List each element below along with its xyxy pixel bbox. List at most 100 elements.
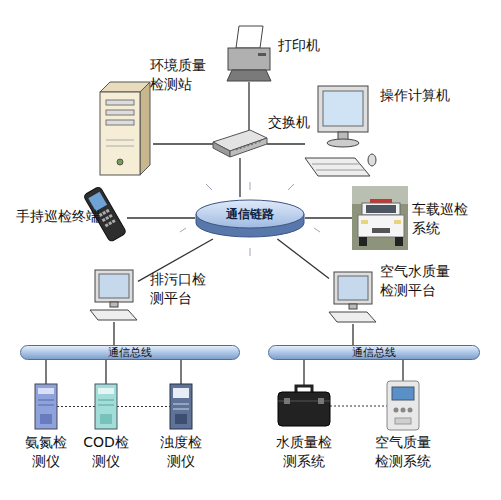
connector-stroke <box>305 217 352 218</box>
computer-icon-part <box>327 139 359 147</box>
printer-icon-part <box>228 48 270 70</box>
vehicle-photo-part <box>394 220 401 224</box>
connector-line <box>181 360 182 384</box>
connector-stroke <box>180 360 181 384</box>
link-rays-part <box>180 228 186 232</box>
platform-node: 排污口检测平台 <box>90 268 138 322</box>
connector-stroke <box>277 239 329 279</box>
air-quality-meter-icon-part <box>392 387 414 400</box>
connector-stroke <box>153 143 213 144</box>
cod-meter-icon-part <box>98 405 114 406</box>
connector-line <box>353 324 354 345</box>
device-label: 浊度检测仪 <box>157 433 205 471</box>
air-quality-meter-icon-part <box>394 408 399 413</box>
device-label: 打印机 <box>278 36 338 55</box>
bus-band: 通信总线 <box>268 345 480 360</box>
handheld-icon-part <box>102 211 106 215</box>
turbidity-meter-icon <box>170 384 192 429</box>
computer-icon-part <box>316 170 365 171</box>
vehicle-photo-part <box>372 228 390 233</box>
switch-icon-part <box>213 142 230 157</box>
connector-stroke <box>113 322 114 345</box>
instrument-node: 水质量检测系统 <box>278 386 330 426</box>
server-icon-part <box>106 146 134 147</box>
cod-meter-icon-part <box>98 388 114 394</box>
server-icon-part <box>106 120 134 125</box>
connector-stroke <box>117 406 170 407</box>
connector-line <box>153 144 213 145</box>
switch-icon <box>213 130 267 157</box>
connector-stroke <box>127 217 195 218</box>
air-quality-meter-icon-part <box>387 381 419 430</box>
device-label: 空气质量检测系统 <box>373 433 433 471</box>
computer-icon-part <box>305 158 370 176</box>
dotted-link <box>330 406 387 407</box>
computer-icon-part <box>312 164 360 165</box>
connector-line <box>114 322 115 345</box>
platform-computer-icon-part <box>110 302 118 307</box>
computer-icon-part <box>368 154 376 166</box>
vehicle-photo <box>352 186 408 250</box>
connector-stroke <box>352 324 353 345</box>
device-label: 水质量检测系统 <box>273 433 335 471</box>
connector-line <box>267 144 305 145</box>
turbidity-meter-icon-part <box>170 384 192 429</box>
switch-icon-part <box>230 138 267 157</box>
water-quality-case-icon-part <box>296 386 312 392</box>
vehicle-photo-part <box>366 205 396 213</box>
link-rays-part <box>250 248 251 256</box>
connector-line <box>106 360 107 384</box>
connector-line <box>305 218 352 219</box>
ammonia-meter-icon-part <box>38 388 54 394</box>
link-disk: 通信链路 <box>195 197 305 239</box>
server-icon-part <box>106 140 134 141</box>
server-icon-part <box>106 110 134 115</box>
vehicle-photo-part <box>359 237 367 246</box>
cod-meter-icon <box>95 384 117 429</box>
air-quality-meter-icon <box>387 381 419 430</box>
link-rays <box>180 182 320 256</box>
platform-node: 空气水质量检测平台 <box>329 270 377 324</box>
device-label: 氨氮检测仪 <box>22 433 70 471</box>
device-label: 环境质量检测站 <box>150 56 210 94</box>
ammonia-meter-icon-part <box>35 384 57 429</box>
instrument-node: COD检测仪 <box>95 384 117 429</box>
cod-meter-icon-part <box>98 400 114 401</box>
device-label: 手持巡检终端 <box>16 207 106 226</box>
handheld-icon-part <box>106 209 110 213</box>
platform-computer-icon-part <box>329 312 376 322</box>
vehicle-photo-part <box>358 215 404 237</box>
connector-line <box>403 360 404 381</box>
water-quality-case-icon-part <box>284 398 290 404</box>
connector-stroke <box>248 82 249 130</box>
device-label: 空气水质量检测平台 <box>380 262 452 300</box>
printer-icon-part <box>236 26 263 48</box>
connector-line <box>46 360 47 384</box>
disk-shape <box>196 200 304 228</box>
printer-icon-part <box>227 70 271 81</box>
connector-line <box>277 239 329 279</box>
handheld-icon-part <box>108 221 112 225</box>
vehicle-node: 车载巡检系统 <box>352 186 408 250</box>
server-icon-part <box>106 100 134 105</box>
air-quality-meter-icon-part <box>408 408 413 413</box>
connector-line <box>240 158 241 197</box>
cod-meter-icon-part <box>100 414 112 424</box>
connector-stroke <box>57 406 95 407</box>
handheld-icon-part <box>105 216 109 220</box>
server-icon-part <box>140 82 150 175</box>
computer-icon-part <box>323 91 363 126</box>
bus-band: 通信总线 <box>20 345 240 360</box>
connector-stroke <box>303 360 304 386</box>
platform-computer-icon-part <box>349 304 357 309</box>
instrument-node: 浊度检测仪 <box>170 384 192 429</box>
connector-stroke <box>105 360 106 384</box>
switch-node: 交换机 <box>213 130 267 158</box>
link-rays-part <box>314 228 320 232</box>
vehicle-photo-part <box>361 220 368 224</box>
printer-icon <box>227 26 271 81</box>
dotted-link <box>117 406 170 407</box>
